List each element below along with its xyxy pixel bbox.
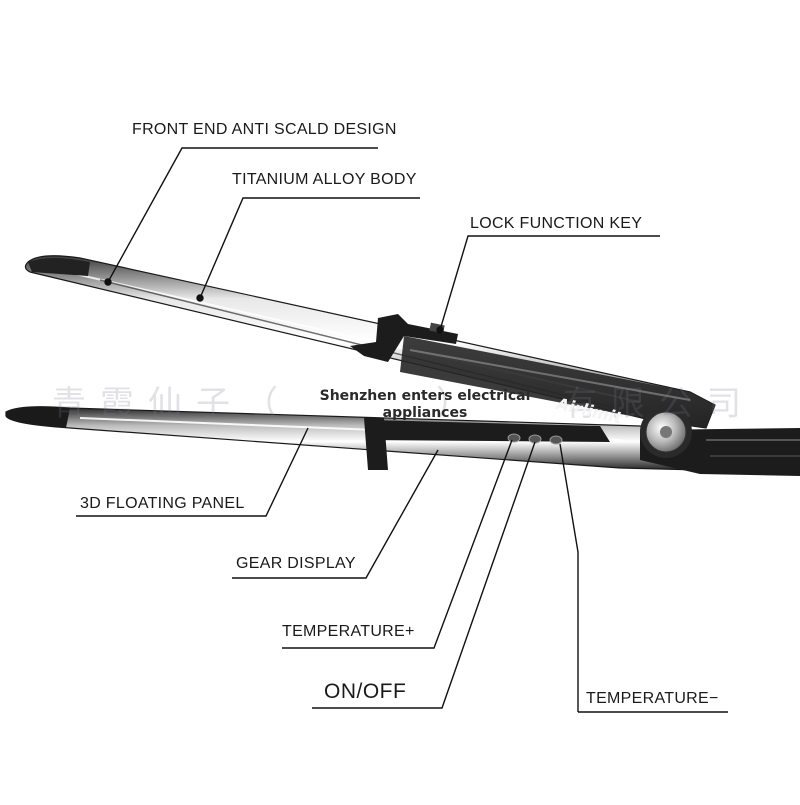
label-on-off: ON/OFF [324,680,407,703]
hinge [640,406,692,458]
temperature-minus-button-icon [549,435,563,445]
manufacturer-caption: Shenzhen enters electrical appliances [300,388,550,422]
label-titanium-alloy-body: TITANIUM ALLOY BODY [232,171,417,188]
label-3d-floating-panel: 3D FLOATING PANEL [80,495,245,512]
lower-arm [5,406,800,476]
label-temperature-minus: TEMPERATURE− [586,690,719,707]
label-temperature-plus: TEMPERATURE+ [282,623,415,640]
temperature-plus-button-icon [507,433,521,443]
manufacturer-caption-line-2: appliances [382,405,468,421]
label-gear-display: GEAR DISPLAY [236,555,356,572]
power-button-icon [528,434,542,444]
watermark: 青霞仙子（ ） 有限公司 [52,384,755,424]
label-front-end-anti-scald: FRONT END ANTI SCALD DESIGN [132,121,397,138]
leader-lines [76,147,728,713]
label-lock-function-key: LOCK FUNCTION KEY [470,215,643,232]
manufacturer-caption-line-1: Shenzhen enters electrical [319,388,531,404]
